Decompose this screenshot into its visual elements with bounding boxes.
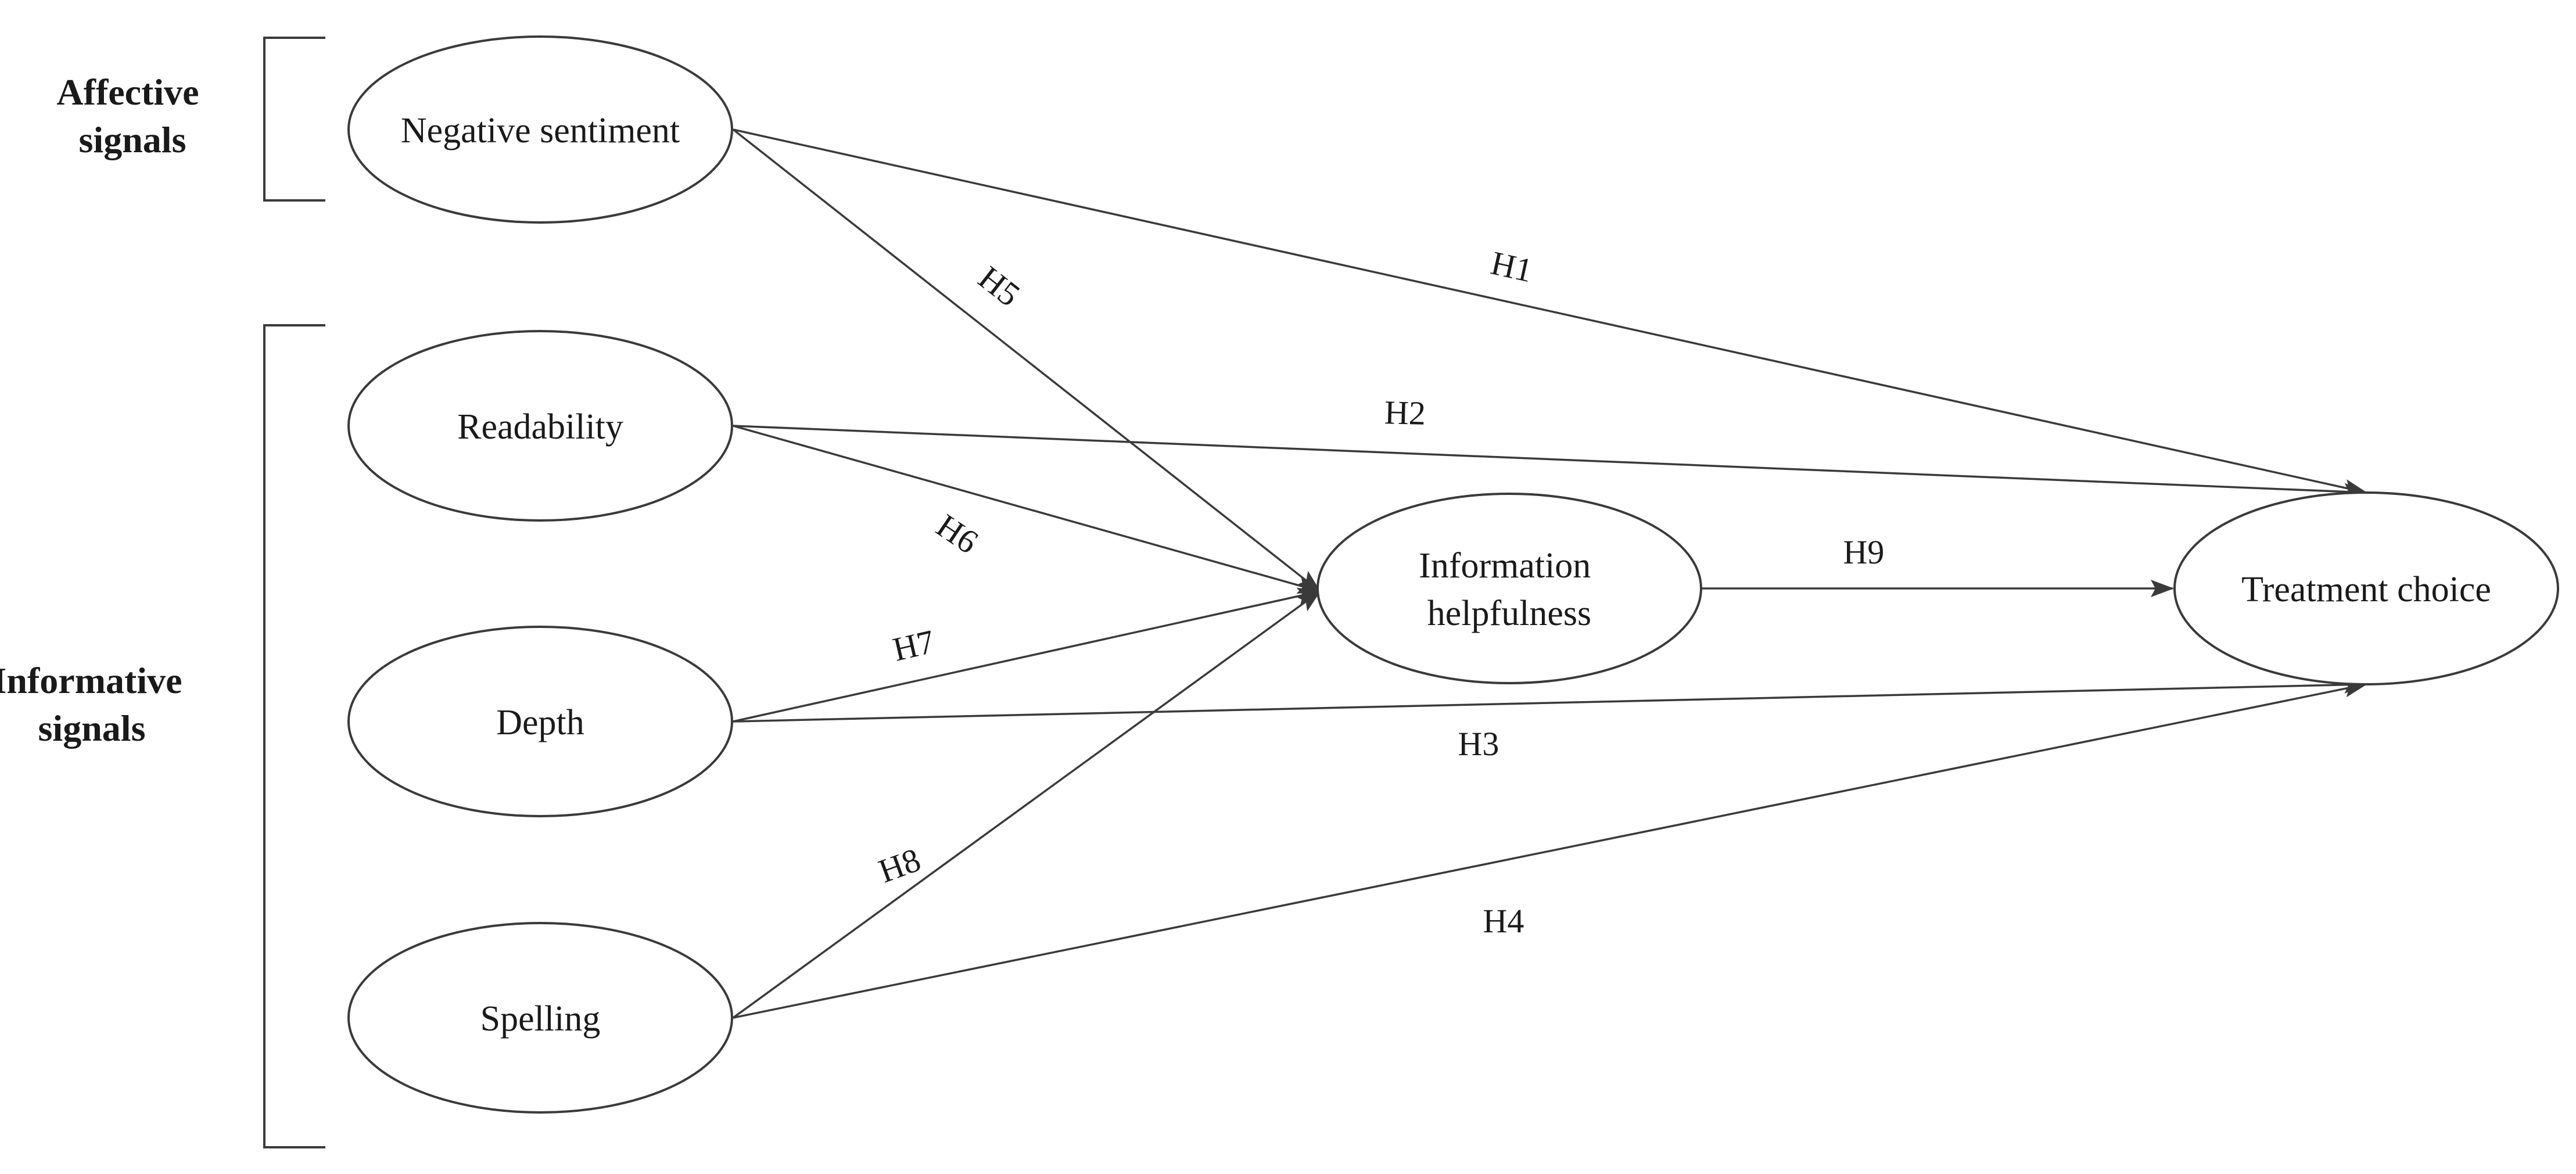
node-readability: Readability	[347, 330, 733, 522]
edge-label-h6: H6	[930, 507, 985, 561]
node-spelling: Spelling	[347, 922, 733, 1114]
node-spelling-ellipse	[347, 922, 733, 1114]
edges	[732, 128, 2367, 1019]
affective-group-label: Affective signals	[56, 71, 208, 160]
edge-h5	[732, 128, 1321, 593]
edge-h8	[732, 590, 1321, 1019]
edge-h7	[733, 587, 1321, 723]
informative-group-label: Informative signals	[0, 660, 192, 749]
node-treatment-choice: Treatment choice	[2173, 491, 2559, 685]
node-negative-sentiment-ellipse	[347, 35, 733, 224]
edge-label-h1: H1	[1488, 244, 1536, 290]
node-negative-sentiment: Negative sentiment	[347, 35, 733, 224]
edge-h6	[733, 425, 1321, 594]
node-treatment-choice-label: Treatment choice	[2241, 570, 2491, 609]
edge-label-h5: H5	[971, 259, 1027, 314]
node-depth: Depth	[347, 626, 733, 817]
edge-label-h7: H7	[889, 622, 938, 668]
node-spelling-label: Spelling	[480, 999, 601, 1039]
node-depth-ellipse	[347, 626, 733, 817]
edge-label-h2: H2	[1384, 393, 1426, 432]
node-readability-label: Readability	[457, 407, 623, 447]
node-readability-ellipse	[347, 330, 733, 522]
edge-h4	[733, 680, 2367, 1019]
edge-label-h4: H4	[1483, 902, 1524, 940]
affective-bracket	[263, 37, 325, 202]
edge-label-h9: H9	[1843, 533, 1885, 571]
edge-h2	[733, 425, 2367, 501]
informative-bracket	[263, 324, 325, 1148]
edge-h1	[733, 128, 2367, 497]
node-information-helpfulness-ellipse	[1316, 493, 1702, 684]
node-information-helpfulness-label: Information helpfulness	[1419, 546, 1600, 633]
node-treatment-choice-ellipse	[2173, 491, 2559, 685]
node-depth-label: Depth	[496, 703, 584, 742]
edge-label-h3: H3	[1458, 725, 1499, 763]
edge-h3	[733, 676, 2367, 723]
node-negative-sentiment-label: Negative sentiment	[401, 111, 680, 150]
node-information-helpfulness: Information helpfulness	[1316, 493, 1702, 684]
